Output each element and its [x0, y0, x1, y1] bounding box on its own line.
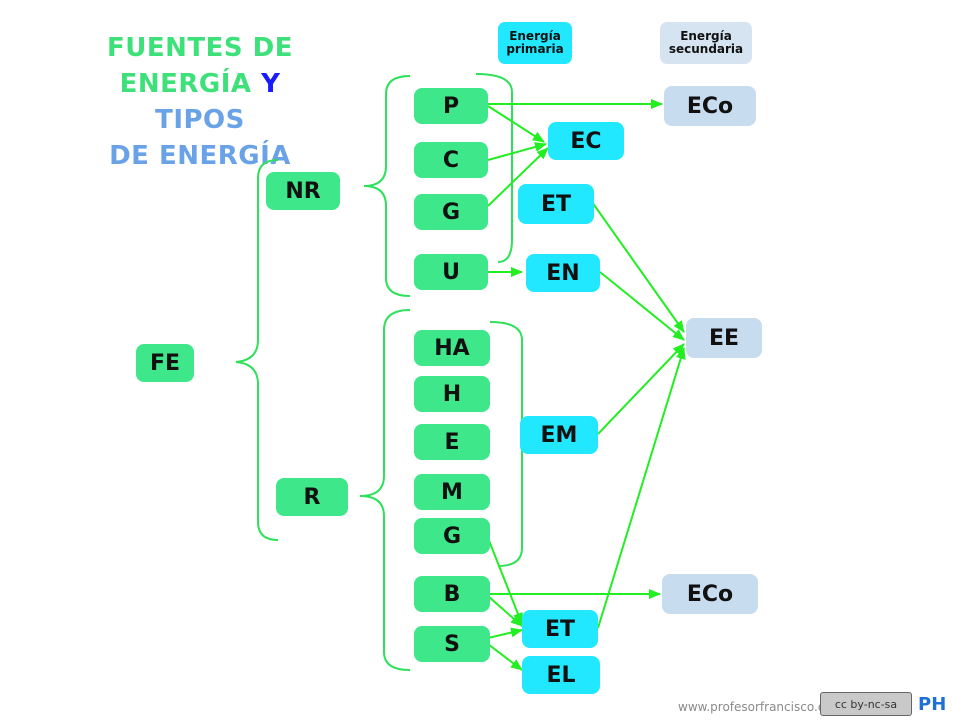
title-line-3: DE ENERGÍA — [109, 141, 291, 171]
header-primary-line1: Energía — [509, 29, 561, 43]
arrow-g-et — [487, 537, 523, 625]
cc-license-text: cc by-nc-sa — [834, 697, 898, 711]
title-word-tipos: TIPOS — [155, 105, 245, 135]
node-r: R — [276, 478, 348, 516]
arrow-g-ec — [487, 147, 549, 207]
diagram-title: FUENTES DE ENERGÍA Y TIPOS DE ENERGÍA — [70, 30, 330, 174]
node-b: B — [414, 576, 490, 612]
node-em: EM — [520, 416, 598, 454]
nr-bracket — [363, 75, 411, 297]
arrow-s-el — [487, 643, 523, 671]
title-line-2: ENERGÍA Y TIPOS — [70, 66, 330, 138]
fe-bracket — [235, 159, 279, 541]
node-en: EN — [526, 254, 600, 292]
node-et-renewable: ET — [522, 610, 598, 648]
node-ee: EE — [686, 318, 762, 358]
arrow-c-ec — [487, 142, 547, 161]
r-bracket — [359, 309, 411, 671]
node-s: S — [414, 626, 490, 662]
node-u: U — [414, 254, 488, 290]
node-ec: EC — [548, 122, 624, 160]
header-primary: Energía primaria — [498, 22, 572, 64]
node-h: H — [414, 376, 490, 412]
header-secondary: Energía secundaria — [660, 22, 752, 64]
header-primary-line2: primaria — [506, 42, 564, 56]
node-nr: NR — [266, 172, 340, 210]
ph-logo: PH — [918, 694, 947, 715]
node-et-nonrenewable: ET — [518, 184, 594, 224]
node-el: EL — [522, 656, 600, 694]
title-word-energia: ENERGÍA — [119, 69, 252, 99]
arrow-b-et — [487, 595, 523, 627]
node-g-renewable: G — [414, 518, 490, 554]
arrow-em-ee — [597, 343, 685, 435]
node-p: P — [414, 88, 488, 124]
header-secondary-line1: Energía — [680, 29, 732, 43]
node-eco-top: ECo — [664, 86, 756, 126]
node-ha: HA — [414, 330, 490, 366]
arrow-en-ee — [599, 271, 685, 341]
header-secondary-line2: secundaria — [668, 42, 744, 56]
title-line-1: FUENTES DE — [106, 33, 293, 63]
node-c: C — [414, 142, 488, 178]
arrow-et2-ee — [597, 347, 686, 629]
footer-url: www.profesorfrancisco.es — [678, 700, 832, 714]
renewable-right-bracket — [489, 321, 523, 567]
arrow-p-ec — [487, 105, 545, 143]
arrow-et-ee — [591, 201, 685, 333]
node-e: E — [414, 424, 490, 460]
node-g-nonrenewable: G — [414, 194, 488, 230]
pcg-right-bracket — [475, 73, 513, 263]
title-word-y: Y — [261, 69, 281, 99]
node-fe: FE — [136, 344, 194, 382]
node-m: M — [414, 474, 490, 510]
cc-license-badge: cc by-nc-sa — [820, 692, 912, 716]
node-eco-bottom: ECo — [662, 574, 758, 614]
arrow-s-et — [487, 627, 523, 639]
